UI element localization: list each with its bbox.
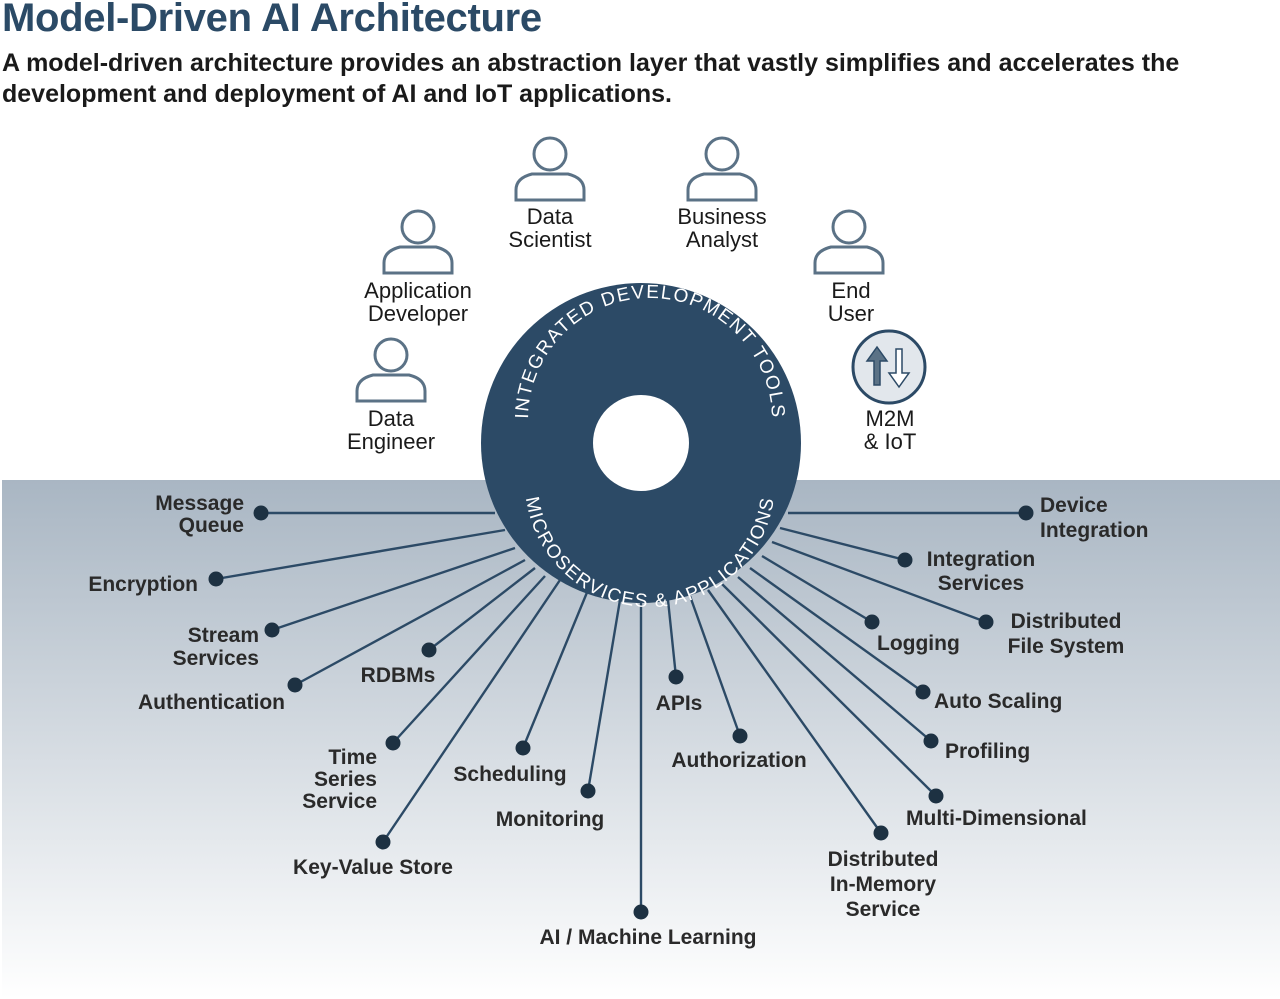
service-connectors	[215, 511, 1026, 912]
page-subtitle: A model-driven architecture provides an …	[2, 49, 1180, 108]
connector-integration-services	[779, 526, 906, 562]
dot-distributed-in-memory-service	[873, 825, 889, 841]
service-label-rdbms: RDBMs	[361, 664, 436, 687]
service-label-ai-machine-learning: AI / Machine Learning	[539, 926, 756, 949]
dot-message-queue	[253, 505, 269, 521]
dot-integration-services	[897, 552, 913, 568]
service-dots	[208, 505, 1034, 920]
connector-multi-dimensional	[721, 583, 937, 797]
hub-center	[593, 395, 689, 491]
service-label-authorization: Authorization	[671, 749, 806, 772]
dot-distributed-file-system	[978, 614, 994, 630]
connector-key-value-store	[382, 579, 561, 843]
service-label-apis: APIs	[656, 692, 703, 715]
connector-rdbms	[428, 567, 536, 651]
service-label-profiling: Profiling	[945, 740, 1030, 763]
dot-device-integration	[1018, 505, 1034, 521]
service-label-multi-dimensional: Multi-Dimensional	[906, 807, 1087, 830]
connector-logging	[761, 554, 873, 624]
up-down-arrows-icon	[851, 329, 927, 405]
m2m-iot-label: M2M& IoT	[864, 406, 917, 454]
page-title: Model-Driven AI Architecture	[2, 0, 542, 40]
dot-time-series-service	[385, 735, 401, 751]
connector-scheduling	[521, 589, 590, 749]
connector-stream-services	[271, 546, 516, 632]
connector-distributed-in-memory-service	[707, 589, 882, 834]
dot-monitoring	[580, 783, 596, 799]
dot-encryption	[208, 571, 224, 587]
service-label-authentication: Authentication	[138, 691, 285, 714]
dot-apis	[668, 669, 684, 685]
dot-authorization	[732, 728, 748, 744]
dot-multi-dimensional	[928, 788, 944, 804]
service-label-encryption: Encryption	[88, 573, 198, 596]
dot-key-value-store	[375, 834, 391, 850]
dot-auto-scaling	[915, 684, 931, 700]
service-label-key-value-store: Key-Value Store	[293, 856, 453, 879]
dot-logging	[864, 614, 880, 630]
dot-ai-machine-learning	[633, 904, 649, 920]
connector-authentication	[294, 558, 526, 687]
user-icon	[686, 136, 758, 202]
connector-auto-scaling	[749, 567, 924, 693]
service-label-monitoring: Monitoring	[496, 808, 604, 831]
connector-time-series-service	[392, 575, 546, 744]
dot-scheduling	[515, 740, 531, 756]
connector-profiling	[737, 576, 932, 742]
connector-monitoring	[586, 599, 622, 792]
dot-authentication	[287, 677, 303, 693]
connector-apis	[666, 599, 678, 678]
dot-profiling	[923, 733, 939, 749]
user-icon	[355, 337, 427, 403]
dot-rdbms	[421, 642, 437, 658]
connector-distributed-file-system	[771, 540, 987, 624]
user-icon	[382, 209, 454, 275]
service-label-scheduling: Scheduling	[453, 763, 566, 786]
service-label-auto-scaling: Auto Scaling	[934, 690, 1062, 713]
connector-authorization	[688, 595, 742, 737]
user-icon	[813, 209, 885, 275]
user-icon	[514, 136, 586, 202]
dot-stream-services	[264, 622, 280, 638]
connector-encryption	[215, 528, 506, 581]
service-label-logging: Logging	[877, 632, 960, 655]
